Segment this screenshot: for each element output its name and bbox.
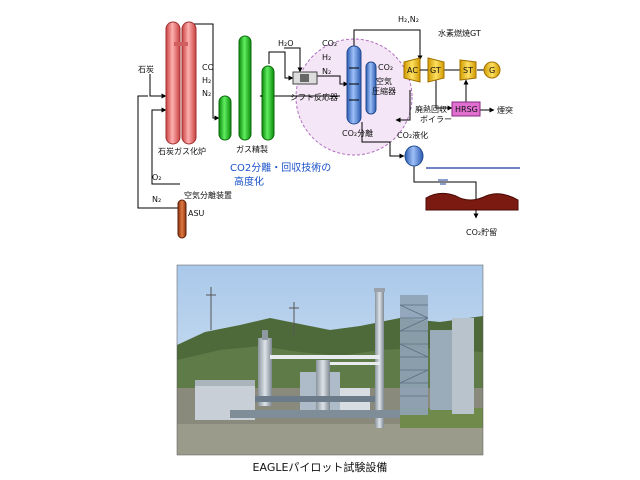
o2-label: O₂	[152, 173, 162, 182]
gas-cleanup-label: ガス精製	[236, 144, 268, 154]
storage-site	[426, 168, 520, 210]
hydrogen-turbine-label: 水素燃焼GT	[438, 28, 481, 38]
gasifier-product-n2: N₂	[202, 89, 211, 98]
photo-caption: EAGLEパイロット試験設備	[0, 459, 640, 475]
co2-liquefaction-label: CO₂液化	[397, 130, 428, 140]
generator-label: G	[489, 66, 495, 75]
n2-label: N₂	[152, 195, 161, 204]
steam-label: H₂O	[278, 39, 294, 48]
co2-liquefaction-tank	[405, 146, 423, 166]
ac-label: AC	[407, 66, 418, 75]
co2-storage-label: CO₂貯留	[466, 227, 497, 237]
hrsg-desc-line1: 廃熱回収	[415, 104, 447, 114]
hrsg-desc-line2: ボイラー	[420, 115, 452, 124]
asu-unit	[178, 200, 186, 238]
gt-label: GT	[430, 66, 441, 75]
compressor-air: 空気	[376, 76, 392, 86]
shift-product-h2: H₂	[322, 53, 331, 62]
hrsg-label: HRSG	[455, 105, 478, 114]
asu-label: ASU	[188, 209, 205, 218]
gasifier-label: 石炭ガス化炉	[158, 146, 206, 156]
coal-label: 石炭	[138, 65, 154, 74]
highlight-text-line1: CO2分離・回収技術の	[230, 161, 331, 174]
gasifier-product-h2: H₂	[202, 76, 211, 85]
compressor-co2: CO₂	[378, 63, 393, 72]
st-label: ST	[463, 66, 473, 75]
shift-product-co2: CO₂	[322, 39, 337, 48]
shift-reactor-label: シフト反応器	[290, 92, 338, 102]
asu-desc-label: 空気分離装置	[184, 190, 232, 200]
shift-reactor	[293, 72, 317, 84]
gas-cleanup-columns	[219, 36, 274, 140]
h2-n2-label: H₂,N₂	[398, 15, 419, 24]
gasifier	[166, 22, 196, 144]
pilot-plant-photo	[177, 265, 483, 455]
shift-product-n2: N₂	[322, 67, 331, 76]
stack-label: 煙突	[497, 105, 513, 115]
co2-separation-label: CO₂分離	[342, 128, 373, 138]
gasifier-product-co: CO	[202, 63, 214, 72]
highlight-text-line2: 高度化	[234, 175, 264, 188]
compressor-label: 圧縮器	[372, 86, 396, 96]
